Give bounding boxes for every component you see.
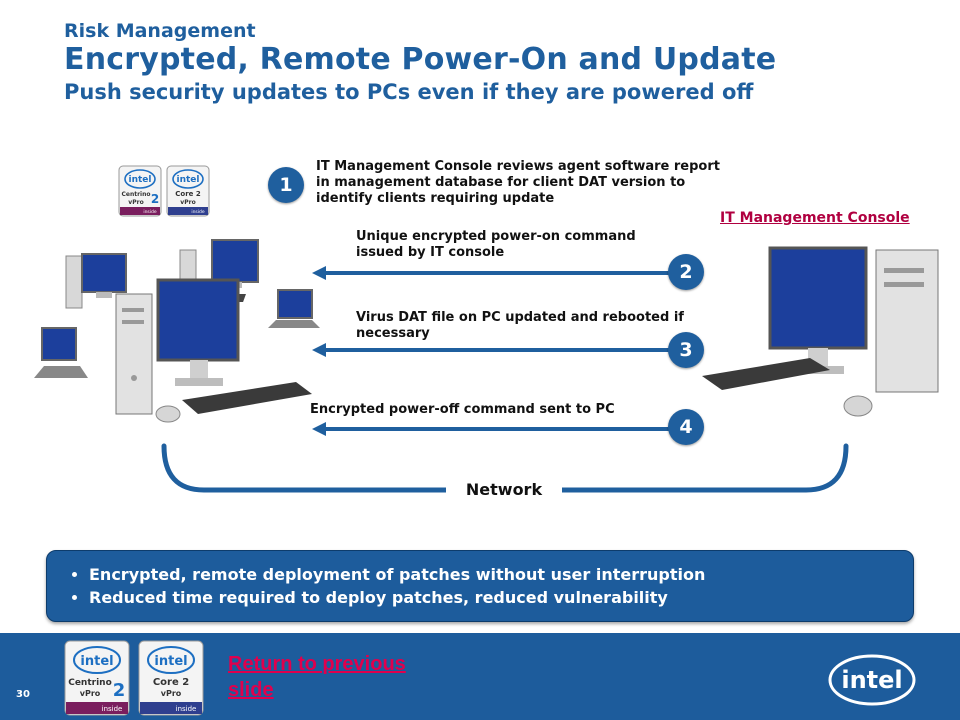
step-3-badge: 3 xyxy=(668,332,704,368)
step-4-arrowhead xyxy=(312,422,326,436)
step-2-arrowhead xyxy=(312,266,326,280)
step-4-text: Encrypted power-off command sent to PC xyxy=(310,402,615,417)
step-1-text: IT Management Console reviews agent soft… xyxy=(316,159,720,206)
svg-text:intel: intel xyxy=(177,175,200,185)
intel-logo: intel xyxy=(826,652,918,712)
step-4-arrow xyxy=(324,427,674,431)
svg-text:Centrino: Centrino xyxy=(121,191,150,198)
benefit-item: Encrypted, remote deployment of patches … xyxy=(89,563,913,586)
centrino-vpro-logo-small: intel Centrino vPro 2 inside xyxy=(118,165,162,221)
network-label: Network xyxy=(446,480,562,499)
svg-text:intel: intel xyxy=(154,654,187,669)
svg-text:vPro: vPro xyxy=(180,199,195,206)
step-3-text: Virus DAT file on PC updated and reboote… xyxy=(356,310,684,341)
page-title: Encrypted, Remote Power-On and Update xyxy=(64,42,777,77)
svg-text:inside: inside xyxy=(102,705,123,713)
it-management-console-label: IT Management Console xyxy=(720,210,910,226)
client-pcs-illustration xyxy=(30,228,320,442)
svg-text:inside: inside xyxy=(176,705,197,713)
step-2-text: Unique encrypted power-on command issued… xyxy=(356,229,636,260)
svg-text:vPro: vPro xyxy=(80,689,101,698)
page-subtitle: Push security updates to PCs even if the… xyxy=(64,80,754,104)
return-to-previous-slide-link[interactable]: Return to previous slide xyxy=(228,653,406,701)
svg-text:vPro: vPro xyxy=(128,199,143,206)
it-console-illustration xyxy=(700,238,950,432)
benefit-item: Reduced time required to deploy patches,… xyxy=(89,586,913,609)
svg-text:vPro: vPro xyxy=(161,689,182,698)
benefits-list: Encrypted, remote deployment of patches … xyxy=(47,551,913,609)
step-2-badge: 2 xyxy=(668,254,704,290)
svg-text:Core 2: Core 2 xyxy=(175,190,201,198)
svg-text:inside: inside xyxy=(143,209,157,215)
centrino-vpro-logo: intel Centrino vPro 2 inside xyxy=(64,640,130,720)
core2-vpro-logo-small: intel Core 2 vPro inside xyxy=(166,165,210,221)
svg-text:Centrino: Centrino xyxy=(68,678,112,688)
svg-text:intel: intel xyxy=(80,654,113,669)
svg-text:2: 2 xyxy=(151,192,159,206)
step-2-arrow xyxy=(324,271,674,275)
step-3-arrow xyxy=(324,348,674,352)
benefits-box: Encrypted, remote deployment of patches … xyxy=(46,550,914,622)
step-4-badge: 4 xyxy=(668,409,704,445)
svg-text:intel: intel xyxy=(841,666,902,694)
svg-text:2: 2 xyxy=(113,680,126,701)
step-1-badge: 1 xyxy=(268,167,304,203)
section-label: Risk Management xyxy=(64,20,256,42)
core2-vpro-logo: intel Core 2 vPro inside xyxy=(138,640,204,720)
svg-text:intel: intel xyxy=(129,175,152,185)
svg-text:inside: inside xyxy=(191,209,205,215)
page-number: 30 xyxy=(16,689,30,700)
svg-text:Core 2: Core 2 xyxy=(153,677,189,688)
step-3-arrowhead xyxy=(312,343,326,357)
